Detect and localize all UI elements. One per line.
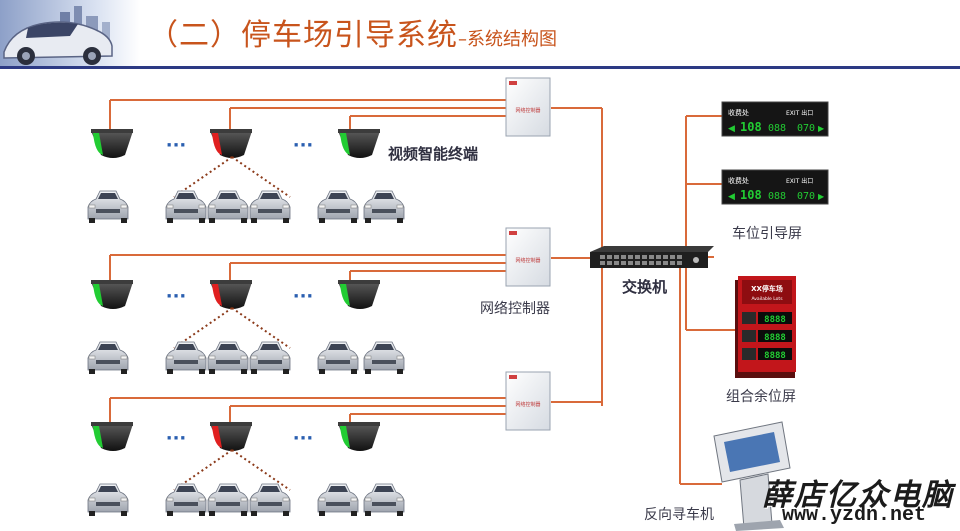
dotted-link <box>231 156 291 198</box>
dotted-link <box>173 307 233 349</box>
guide-num-2: 088 <box>768 123 786 134</box>
controller-indicator <box>509 231 517 235</box>
arrow-right-icon: ▶ <box>818 192 825 201</box>
title-sub: –系统结构图 <box>458 29 557 50</box>
car-icon <box>363 483 405 516</box>
board-row-value: 8888 <box>764 315 786 325</box>
car-icon <box>207 190 249 223</box>
guide-text-left: 收费处 <box>728 108 749 117</box>
car-icon <box>165 341 207 374</box>
car-icon <box>317 190 359 223</box>
car-icon <box>317 483 359 516</box>
dotted-link <box>173 156 233 198</box>
reverse-car-finder-icon <box>713 421 791 531</box>
controller-label: 网络控制器 <box>515 257 540 264</box>
title-main: （二）停车场引导系统 <box>148 18 458 53</box>
car-icon <box>249 483 291 516</box>
board-row-value: 8888 <box>764 333 786 343</box>
watermark: 薛店亿众电脑 www.yzdn.net <box>762 470 958 528</box>
board-subtitle: Available Lots <box>751 296 783 302</box>
controller-indicator <box>509 81 517 85</box>
dotted-link <box>231 307 291 349</box>
system-diagram: 网络控制器 ··· ··· 网络控制器 ··· ··· 网络控制器 ··· ··· 收费处 EXIT… <box>87 77 829 531</box>
title-rule <box>0 66 960 69</box>
video-terminal-icon <box>91 280 133 309</box>
label-reverse-car-finder: 反向寻车机 <box>644 507 714 523</box>
guide-text-right: EXIT 出口 <box>786 109 813 117</box>
car-logo-icon <box>0 0 140 68</box>
guide-num-2: 088 <box>768 191 786 202</box>
car-icon <box>363 190 405 223</box>
network-controller-3 <box>505 371 551 431</box>
label-combined-remaining-screen: 组合余位屏 <box>726 389 796 405</box>
car-icon <box>87 190 129 223</box>
watermark-cn: 薛店亿众电脑 <box>762 478 954 513</box>
ellipsis: ··· <box>293 135 314 156</box>
car-icon <box>317 341 359 374</box>
page-title: （二）停车场引导系统–系统结构图 <box>148 10 557 54</box>
video-terminal-icon <box>210 422 252 451</box>
controller-label: 网络控制器 <box>515 107 540 114</box>
network-controller-1 <box>505 77 551 137</box>
ellipsis: ··· <box>166 135 187 156</box>
combined-remaining-screen: XX停车场 Available Lots 8888 8888 8888 <box>735 276 796 378</box>
video-terminal-icon <box>338 280 380 309</box>
ellipsis: ··· <box>293 428 314 449</box>
arrow-left-icon: ◀ <box>728 124 735 134</box>
guide-text-right: EXIT 出口 <box>786 177 813 185</box>
video-terminal-icon <box>338 129 380 158</box>
space-guidance-screen-1: 收费处 EXIT 出口 ◀ 108 088 070▶ <box>721 101 829 137</box>
guide-num-1: 108 <box>740 120 762 134</box>
label-network-controller: 网络控制器 <box>480 301 550 317</box>
video-terminal-icon <box>91 129 133 158</box>
car-icon <box>165 190 207 223</box>
board-title: XX停车场 <box>751 284 783 293</box>
dotted-link <box>231 449 291 491</box>
car-icon <box>207 483 249 516</box>
header: （二）停车场引导系统–系统结构图 <box>0 0 960 72</box>
video-terminal-icon <box>210 280 252 309</box>
video-terminal-icon <box>91 422 133 451</box>
space-guidance-screen-2: 收费处 EXIT 出口 ◀ 108 088 070▶ <box>721 169 829 205</box>
video-terminal-icon <box>338 422 380 451</box>
guide-text-left: 收费处 <box>728 176 749 185</box>
arrow-left-icon: ◀ <box>728 192 735 202</box>
label-video-terminal: 视频智能终端 <box>388 145 479 163</box>
car-icon <box>207 341 249 374</box>
guide-num-3: 070 <box>797 123 815 134</box>
car-icon <box>249 341 291 374</box>
ellipsis: ··· <box>166 286 187 307</box>
controller-indicator <box>509 375 517 379</box>
switch-icon <box>590 246 714 268</box>
arrow-right-icon: ▶ <box>818 124 825 133</box>
car-icon <box>87 483 129 516</box>
guide-num-3: 070 <box>797 191 815 202</box>
ellipsis: ··· <box>293 286 314 307</box>
car-icon <box>165 483 207 516</box>
board-row-value: 8888 <box>764 351 786 361</box>
dotted-link <box>173 449 233 491</box>
car-icon <box>87 341 129 374</box>
car-icon <box>363 341 405 374</box>
label-space-guidance-screen: 车位引导屏 <box>732 226 802 242</box>
guide-num-1: 108 <box>740 188 762 202</box>
label-switch: 交换机 <box>622 278 668 296</box>
video-terminal-icon <box>210 129 252 158</box>
car-icon <box>249 190 291 223</box>
ellipsis: ··· <box>166 428 187 449</box>
network-controller-2 <box>505 227 551 287</box>
watermark-url: www.yzdn.net <box>782 504 927 527</box>
controller-label: 网络控制器 <box>515 401 540 408</box>
